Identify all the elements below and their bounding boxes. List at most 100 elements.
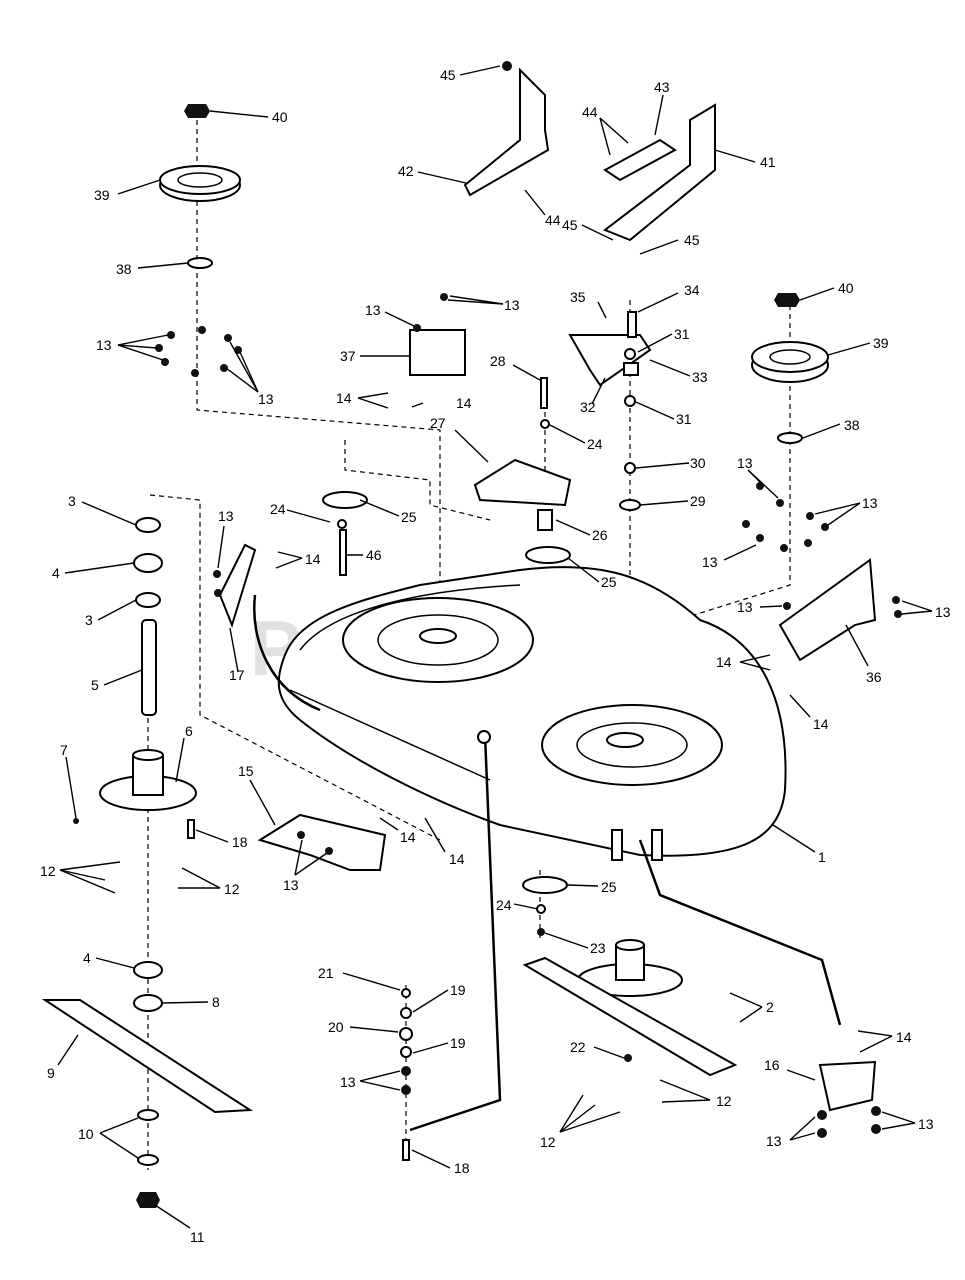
callout-18: 18 xyxy=(232,834,248,850)
callout-12: 12 xyxy=(224,881,240,897)
callout-12: 12 xyxy=(540,1134,556,1150)
callout-33: 33 xyxy=(692,369,708,385)
nut-40-icon xyxy=(184,104,210,118)
callout-32: 32 xyxy=(580,399,596,415)
callout-13: 13 xyxy=(737,455,753,471)
washer-38-icon xyxy=(187,257,213,269)
retaining-ring-3b-icon xyxy=(135,592,161,608)
callout-29: 29 xyxy=(690,493,706,509)
callout-45: 45 xyxy=(562,217,578,233)
callout-40: 40 xyxy=(838,280,854,296)
callout-23: 23 xyxy=(590,940,606,956)
callout-labels: 40 39 38 13 13 3 4 3 5 7 6 12 12 18 4 8 … xyxy=(40,67,951,1245)
callout-14: 14 xyxy=(449,851,465,867)
bracket-15-icon xyxy=(257,813,387,871)
callout-16: 16 xyxy=(764,1057,780,1073)
leader-lines xyxy=(57,65,933,1229)
rod-lines xyxy=(253,594,842,1132)
washer-10b-icon xyxy=(137,1154,159,1166)
blade-9-icon xyxy=(41,999,254,1114)
right-spindle-assembly-2 xyxy=(522,939,738,1077)
callout-13: 13 xyxy=(340,1074,356,1090)
bearing-8-icon xyxy=(133,994,163,1012)
callout-14: 14 xyxy=(813,716,829,732)
callout-18: 18 xyxy=(454,1160,470,1176)
bearing-4b-icon xyxy=(133,961,163,979)
callout-30: 30 xyxy=(690,455,706,471)
callout-12: 12 xyxy=(716,1093,732,1109)
callout-42: 42 xyxy=(398,163,414,179)
callout-13: 13 xyxy=(365,302,381,318)
callout-13: 13 xyxy=(766,1133,782,1149)
callout-25: 25 xyxy=(601,879,617,895)
callout-25: 25 xyxy=(401,509,417,525)
bolt-46-icon xyxy=(339,529,347,576)
shaft-5-icon xyxy=(141,619,157,716)
callout-2: 2 xyxy=(766,999,774,1015)
callout-11: 11 xyxy=(190,1229,205,1245)
pin-34-icon xyxy=(627,311,637,338)
callout-3: 3 xyxy=(68,493,76,509)
callout-25: 25 xyxy=(601,574,617,590)
callout-26: 26 xyxy=(592,527,608,543)
bracket-41-icon xyxy=(602,103,716,242)
callout-24: 24 xyxy=(270,501,286,517)
plate-25c-icon xyxy=(522,876,568,894)
spacer-26-icon xyxy=(537,509,553,531)
callout-35: 35 xyxy=(570,289,586,305)
callout-14: 14 xyxy=(716,654,732,670)
callout-3: 3 xyxy=(85,612,93,628)
bracket-43-icon xyxy=(603,138,677,182)
callout-40: 40 xyxy=(272,109,288,125)
callout-45: 45 xyxy=(440,67,456,83)
callout-5: 5 xyxy=(91,677,99,693)
callout-44: 44 xyxy=(545,212,561,228)
callout-38: 38 xyxy=(844,417,860,433)
spacer-31-icon xyxy=(623,362,639,376)
small-hardware xyxy=(73,61,902,1161)
washer-10a-icon xyxy=(137,1109,159,1121)
bracket-36-icon xyxy=(778,558,877,662)
nut-11-icon xyxy=(136,1192,160,1208)
callout-31: 31 xyxy=(676,411,692,427)
callout-17: 17 xyxy=(229,667,245,683)
plate-25a-icon xyxy=(322,491,368,509)
callout-6: 6 xyxy=(185,723,193,739)
callout-27: 27 xyxy=(430,415,446,431)
callout-7: 7 xyxy=(60,742,68,758)
callout-1: 1 xyxy=(818,849,826,865)
callout-13: 13 xyxy=(96,337,112,353)
callout-14: 14 xyxy=(336,390,352,406)
callout-39: 39 xyxy=(873,335,889,351)
callout-34: 34 xyxy=(684,282,700,298)
callout-13: 13 xyxy=(935,604,951,620)
callout-10: 10 xyxy=(78,1126,94,1142)
callout-8: 8 xyxy=(212,994,220,1010)
callout-14: 14 xyxy=(896,1029,912,1045)
callout-13: 13 xyxy=(504,297,520,313)
callout-44: 44 xyxy=(582,104,598,120)
callout-45: 45 xyxy=(684,232,700,248)
callout-13: 13 xyxy=(702,554,718,570)
retaining-ring-3-icon xyxy=(135,517,161,533)
bracket-16-icon xyxy=(818,1060,877,1112)
callout-4: 4 xyxy=(52,565,60,581)
callout-13: 13 xyxy=(918,1116,934,1132)
callout-12: 12 xyxy=(40,863,56,879)
callout-38: 38 xyxy=(116,261,132,277)
upper-brackets xyxy=(218,67,877,1112)
callout-14: 14 xyxy=(400,829,416,845)
bolt-28-icon xyxy=(540,377,548,409)
callout-39: 39 xyxy=(94,187,110,203)
center-stack xyxy=(322,311,641,894)
callout-19: 19 xyxy=(450,1035,466,1051)
callout-9: 9 xyxy=(47,1065,55,1081)
bracket-42-icon xyxy=(463,67,550,197)
callout-15: 15 xyxy=(238,763,254,779)
bracket-32-icon xyxy=(568,334,652,387)
callout-13: 13 xyxy=(283,877,299,893)
washer-38b-icon xyxy=(777,432,803,444)
callout-14: 14 xyxy=(305,551,321,567)
callout-22: 22 xyxy=(570,1039,586,1055)
